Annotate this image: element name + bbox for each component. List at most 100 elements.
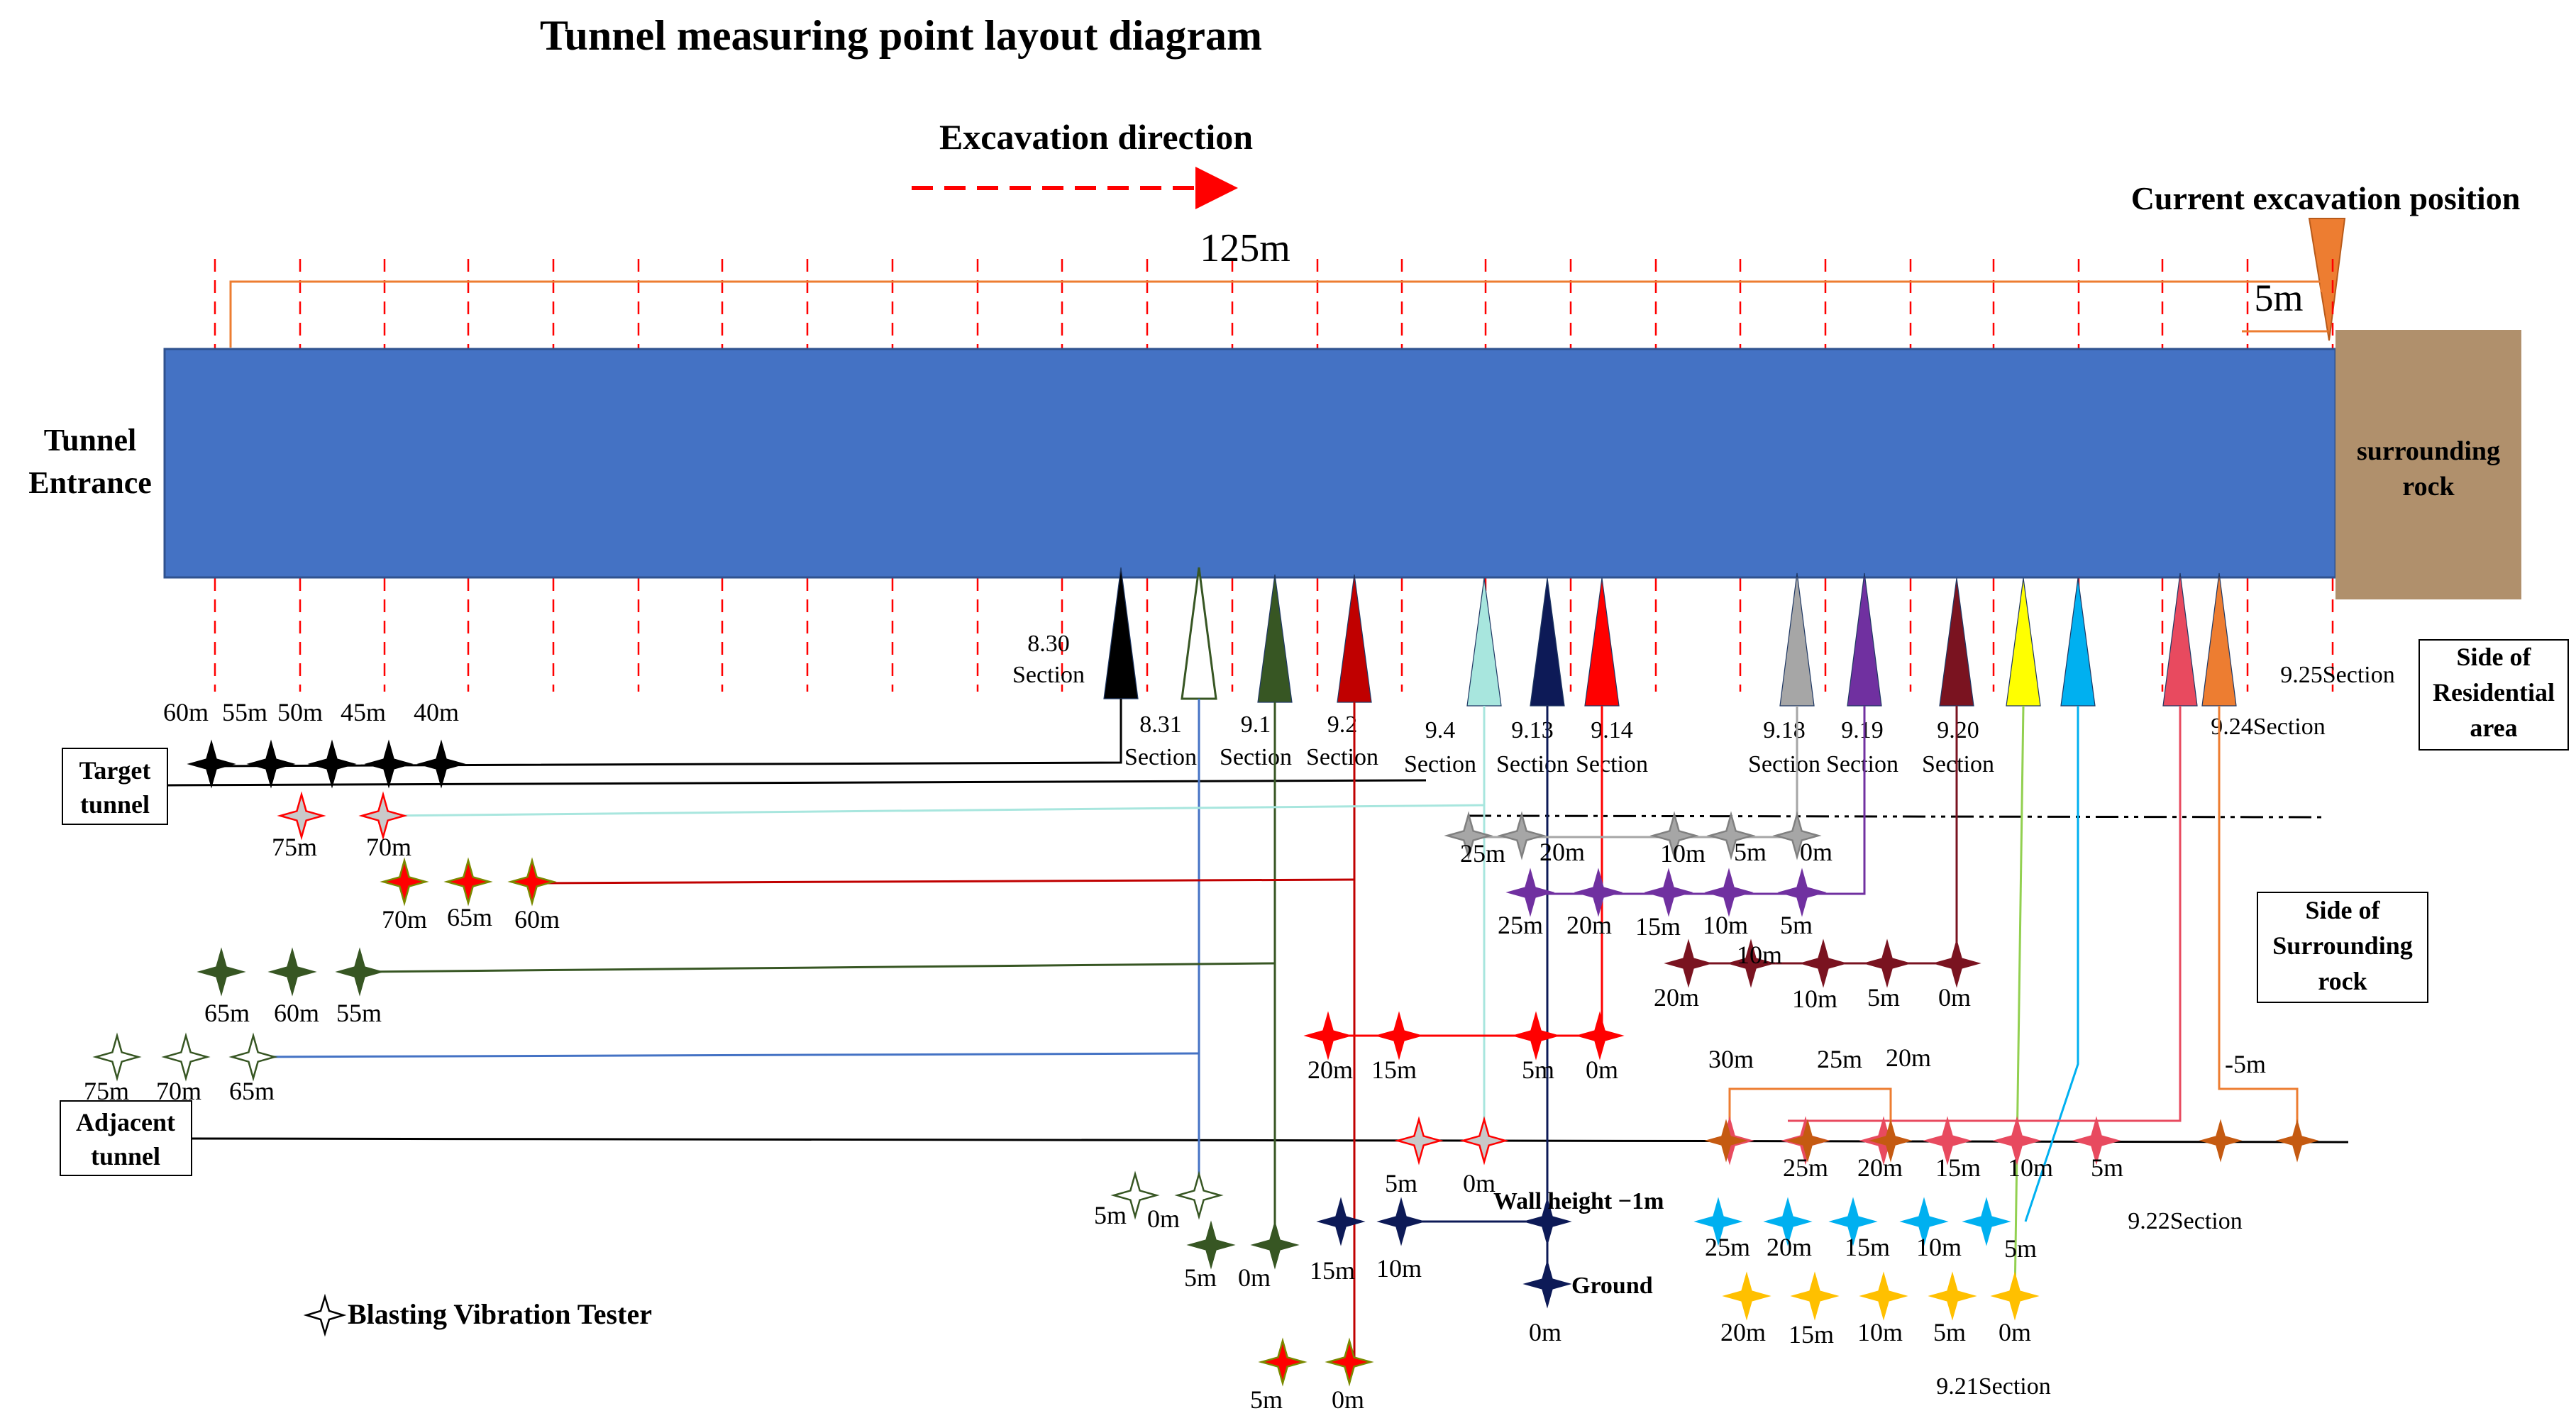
distance-label-s91: 5m bbox=[1184, 1263, 1217, 1292]
residential-side-label-3: area bbox=[2470, 714, 2517, 742]
section-arrow-s922 bbox=[2060, 577, 2096, 707]
residential-side-box bbox=[2419, 639, 2569, 751]
vibration-testers bbox=[92, 739, 2319, 1387]
section-arrow-s921 bbox=[2006, 577, 2041, 707]
tester-star-s924-0 bbox=[1704, 1119, 1748, 1163]
tester-star-s91c-1 bbox=[1250, 1220, 1300, 1270]
tester-star-s91-0 bbox=[197, 947, 246, 997]
section-label-word-s831: Section bbox=[1124, 744, 1197, 770]
surrounding-rock-label: surrounding bbox=[2357, 436, 2500, 466]
distance-label-s830: 60m bbox=[163, 698, 209, 726]
distance-label-s831: 5m bbox=[1094, 1201, 1127, 1229]
distance-label-s921: 5m bbox=[1933, 1318, 1966, 1346]
section-label-word-s920: Section bbox=[1922, 751, 1994, 777]
tester-star-s919-4 bbox=[1777, 868, 1827, 917]
tester-star-s918-0 bbox=[1444, 811, 1493, 860]
tester-star-s921-1 bbox=[1790, 1271, 1840, 1321]
distance-label-s913: 10m bbox=[1376, 1254, 1422, 1283]
distance-label-s914: 0m bbox=[1586, 1056, 1618, 1084]
tester-star-s831-2 bbox=[228, 1032, 278, 1082]
current-position-label: Current excavation position bbox=[2131, 180, 2521, 216]
tester-star-s920-0 bbox=[1664, 938, 1713, 988]
section-arrow-s914 bbox=[1584, 577, 1620, 707]
length-dimension-label: 125m bbox=[1200, 226, 1290, 270]
distance-label-s94: 70m bbox=[366, 833, 411, 861]
distance-label-s921: 15m bbox=[1789, 1320, 1834, 1349]
target-tunnel-box bbox=[62, 748, 168, 825]
tester-star-s923-5 bbox=[2072, 1116, 2121, 1165]
tunnel-body bbox=[163, 348, 2337, 579]
tunnel-entrance-label-2: Entrance bbox=[28, 465, 152, 500]
section-label-s925: 9.25Section bbox=[2280, 662, 2394, 688]
connector-lines bbox=[205, 699, 2299, 1366]
distance-label-s922: 15m bbox=[1845, 1233, 1890, 1261]
distance-label-s92: 0m bbox=[1332, 1385, 1364, 1414]
distance-label-s914: 15m bbox=[1371, 1056, 1417, 1084]
distance-label-s91: 60m bbox=[274, 999, 319, 1027]
tester-star-s831-0 bbox=[92, 1032, 142, 1082]
distance-label-s831: 70m bbox=[156, 1077, 201, 1105]
tester-star-s919-2 bbox=[1644, 868, 1693, 917]
distance-label-s92: 70m bbox=[382, 905, 427, 934]
distance-label-s831: 65m bbox=[229, 1077, 275, 1105]
legend-label: Blasting Vibration Tester bbox=[348, 1298, 652, 1330]
tester-star-s922-4 bbox=[1962, 1197, 2011, 1246]
tester-star-s924-3 bbox=[2199, 1119, 2243, 1163]
section-label-s94: 9.4 bbox=[1425, 717, 1456, 743]
distance-label-s923: 10m bbox=[2008, 1153, 2053, 1182]
offset-dimension-label: 5m bbox=[2254, 277, 2303, 319]
tester-star-s922-2 bbox=[1828, 1197, 1878, 1246]
distance-label-s921: 10m bbox=[1857, 1318, 1903, 1346]
length-dimension-line bbox=[229, 280, 2323, 348]
tester-star-s922-3 bbox=[1899, 1197, 1949, 1246]
tester-star-s94c-0 bbox=[1394, 1116, 1444, 1165]
distance-label-s922: 25m bbox=[1705, 1233, 1750, 1261]
connector-s924b bbox=[1728, 1087, 1892, 1141]
tester-star-s94c-1 bbox=[1459, 1116, 1509, 1165]
tester-star-s920-2 bbox=[1798, 938, 1848, 988]
distance-label-s918: 25m bbox=[1460, 839, 1505, 868]
distance-label-s919: 10m bbox=[1703, 911, 1748, 939]
tester-star-s919-1 bbox=[1574, 868, 1623, 917]
distance-label-s92: 60m bbox=[514, 905, 560, 934]
distance-label-s920: 10m bbox=[1792, 985, 1837, 1013]
tester-star-s922-0 bbox=[1693, 1197, 1743, 1246]
tester-star-s922-1 bbox=[1763, 1197, 1813, 1246]
tester-star-s91-1 bbox=[267, 947, 317, 997]
tester-star-s921-4 bbox=[1990, 1271, 2040, 1321]
section-label-s914: 9.14 bbox=[1591, 717, 1633, 743]
tester-star-s831c-0 bbox=[1110, 1170, 1160, 1220]
connector-s924 bbox=[2218, 706, 2299, 1141]
section-label-s91: 9.1 bbox=[1241, 712, 1271, 738]
distance-label-s922: 20m bbox=[1767, 1233, 1812, 1261]
tester-star-s830-1 bbox=[246, 739, 296, 789]
residential-side-label: Side of bbox=[2456, 643, 2531, 671]
section-label-word-s92: Section bbox=[1306, 744, 1378, 770]
adjacent-tunnel-box bbox=[60, 1100, 192, 1176]
tester-star-s831c-1 bbox=[1174, 1170, 1224, 1220]
ground-label: Ground bbox=[1571, 1273, 1653, 1299]
tester-star-s92c-0 bbox=[1258, 1337, 1308, 1387]
distance-label-s918: 0m bbox=[1800, 838, 1833, 866]
tester-star-s914-3 bbox=[1575, 1011, 1625, 1061]
tester-star-s830-0 bbox=[187, 739, 236, 789]
connector-s921 bbox=[2013, 705, 2025, 1299]
section-label-word-s830: Section bbox=[1012, 662, 1085, 688]
tester-star-s831-1 bbox=[161, 1032, 211, 1082]
tester-star-s920-1 bbox=[1726, 938, 1776, 988]
distance-label-s921: 0m bbox=[1999, 1318, 2031, 1346]
tester-star-s920-3 bbox=[1862, 938, 1912, 988]
tester-star-s94-1 bbox=[358, 791, 408, 841]
section-label-s92: 9.2 bbox=[1327, 712, 1358, 738]
distance-label-s922: 10m bbox=[1916, 1233, 1962, 1261]
distance-label-s830: 40m bbox=[414, 698, 459, 726]
distance-label-s92: 5m bbox=[1250, 1385, 1283, 1414]
section-arrow-s918 bbox=[1779, 572, 1815, 707]
target-tunnel-centerline bbox=[1468, 814, 2328, 819]
adjacent-tunnel-line bbox=[191, 1137, 2349, 1144]
connector-s91b bbox=[361, 962, 1276, 973]
tunnel-entrance-label: Tunnel bbox=[44, 423, 136, 458]
rock-side-label-3: rock bbox=[2318, 967, 2367, 995]
section-label-word-s91: Section bbox=[1220, 744, 1292, 770]
section-label-s919: 9.19 bbox=[1841, 717, 1884, 743]
